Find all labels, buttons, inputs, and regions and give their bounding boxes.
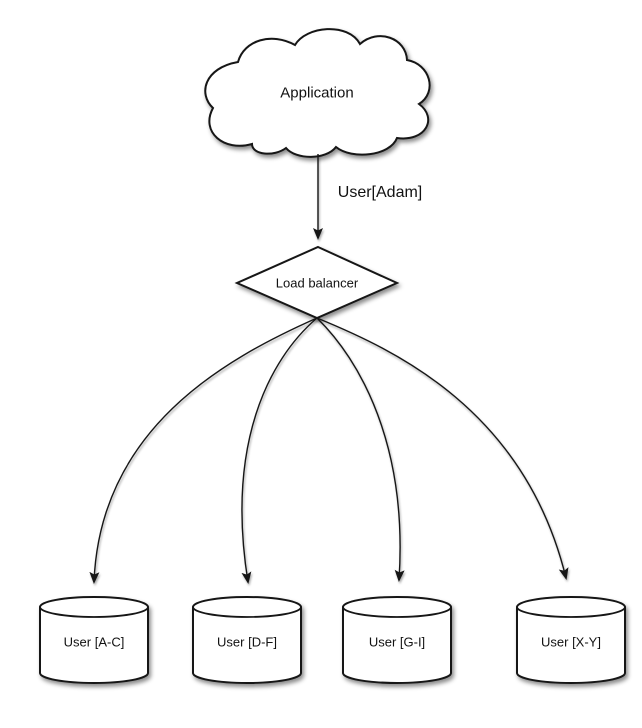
shard-cylinder-1 xyxy=(39,596,149,684)
edge-loadbalancer-to-shard-2 xyxy=(241,317,318,584)
edge-request-label: User[Adam] xyxy=(337,184,423,201)
shard-cylinder-2 xyxy=(192,596,302,684)
application-node-label: Application xyxy=(280,84,354,102)
edge-loadbalancer-to-shard-1 xyxy=(89,317,318,584)
edge-loadbalancer-to-shard-4 xyxy=(316,317,569,580)
application-cloud-shape xyxy=(204,28,431,158)
shard-label-d-f: User [D-F] xyxy=(217,634,277,650)
edge-loadbalancer-to-shard-3 xyxy=(316,317,405,582)
shard-label-a-c: User [A-C] xyxy=(63,634,125,650)
shard-label-g-i: User [G-I] xyxy=(368,634,426,650)
shard-label-x-y: User [X-Y] xyxy=(541,634,601,650)
shard-cylinder-3 xyxy=(342,596,452,684)
load-balancer-node-label: Load balancer xyxy=(275,275,359,291)
shard-cylinder-4 xyxy=(516,596,626,684)
